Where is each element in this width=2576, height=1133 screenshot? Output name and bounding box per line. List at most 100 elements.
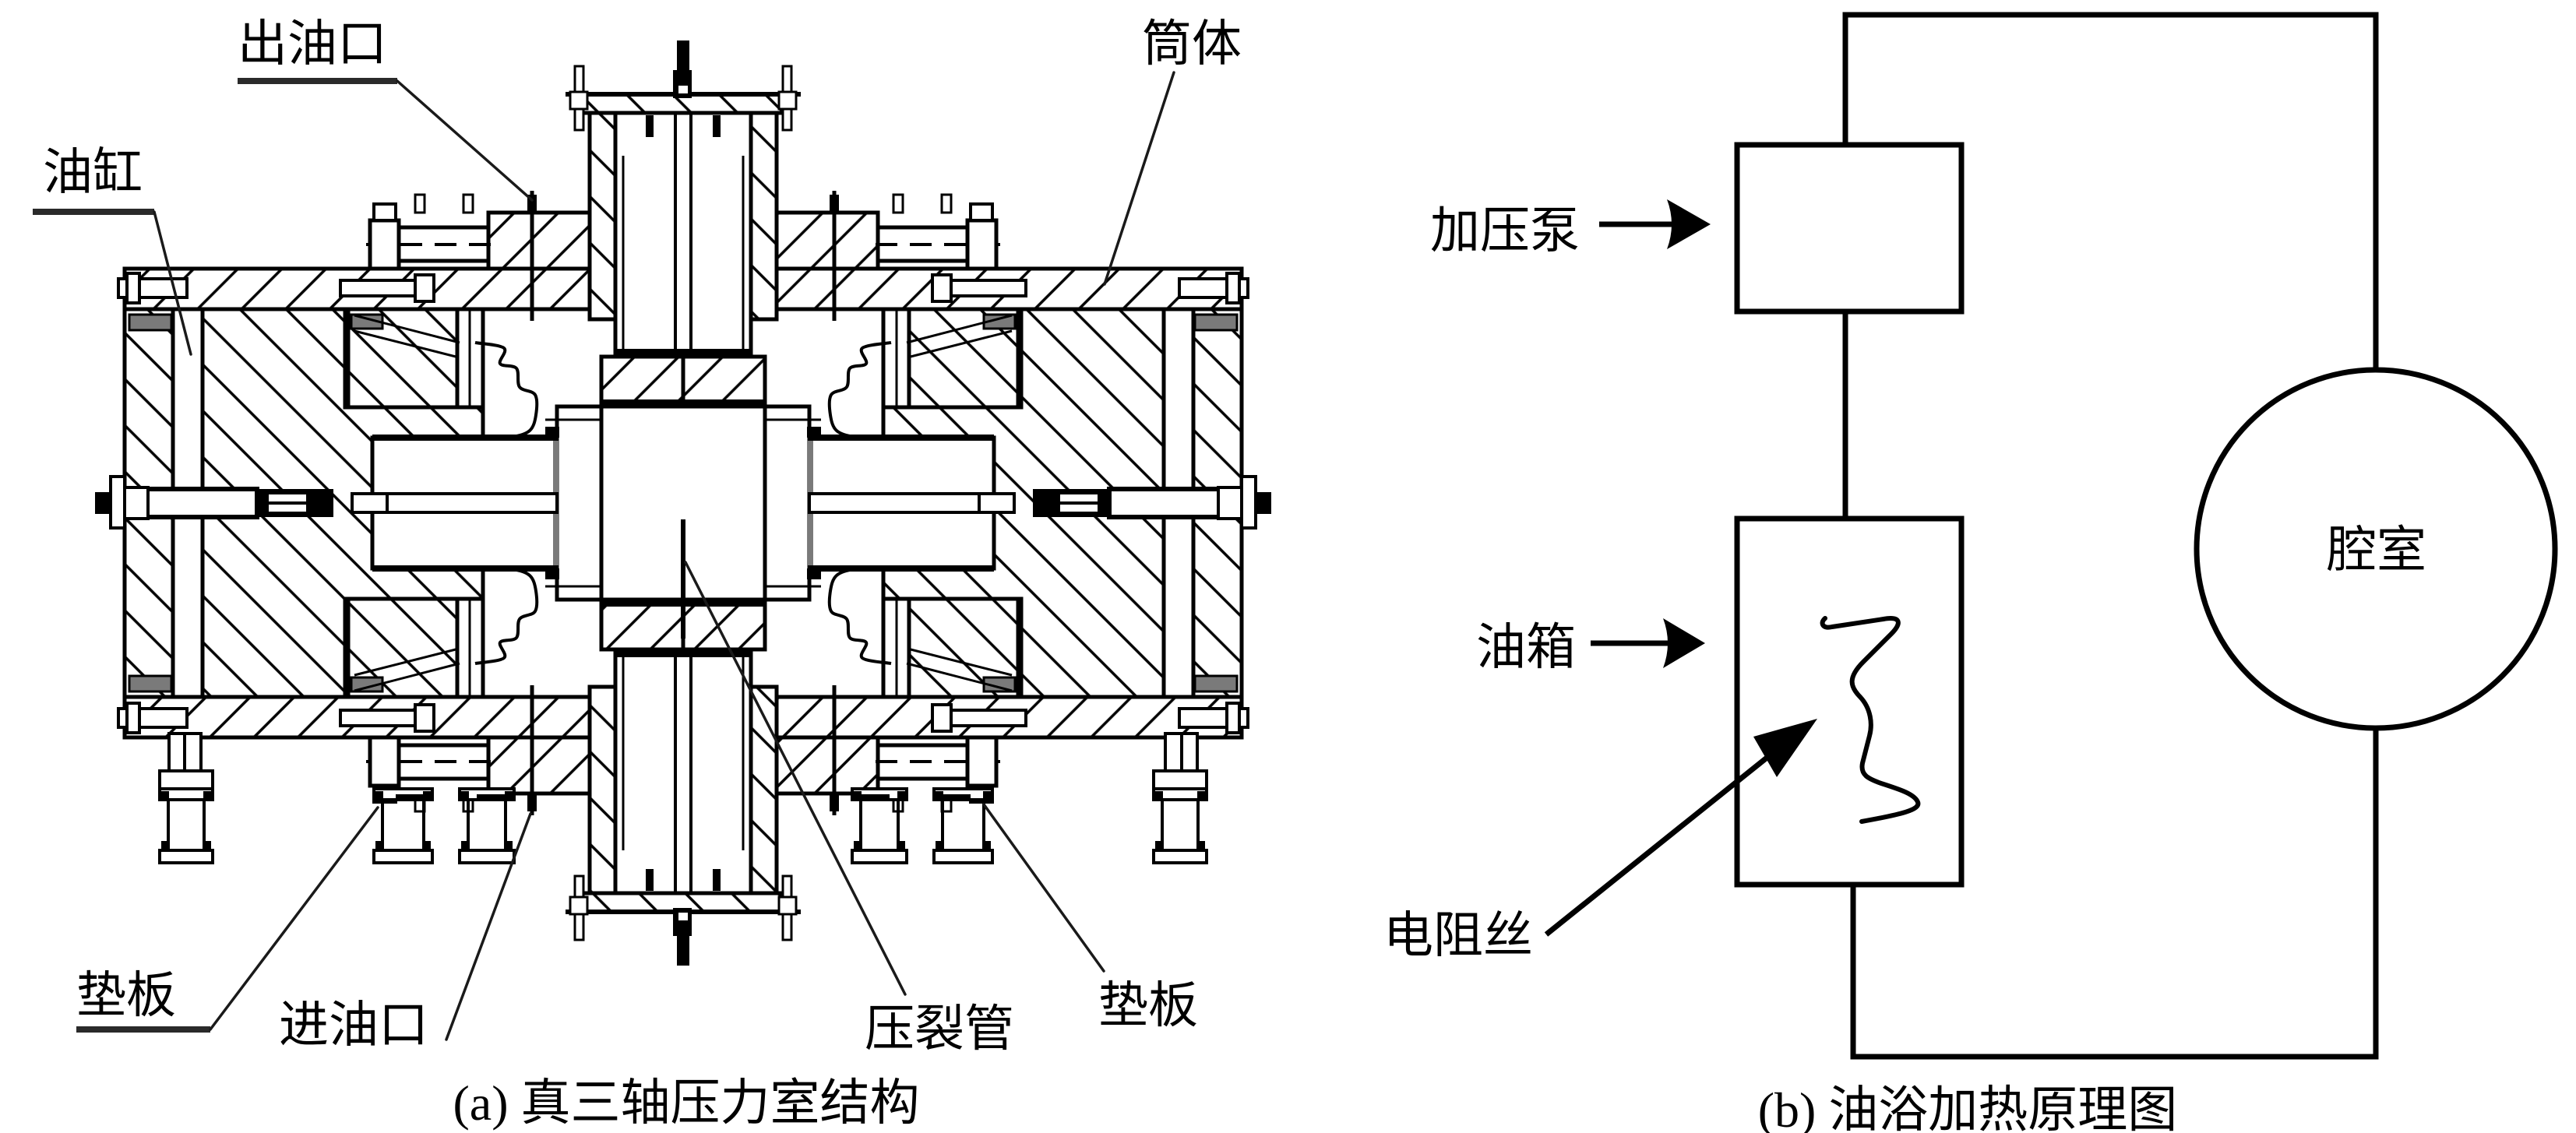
support-stem-left (183, 732, 203, 772)
wire-pointer-arrow-head (1753, 719, 1817, 777)
inner-pad-foot-bottom-flange-right (932, 849, 994, 864)
inner-pad-foot-bolt-left (423, 841, 431, 850)
plate-bolt-head-lower-right (1225, 702, 1241, 734)
oil-port-stud-head-lower-right (830, 794, 839, 811)
plate-bolt-head-upper-left (125, 272, 141, 304)
oil-passage-upper-left (354, 314, 460, 344)
inlet-label: 进油口 (279, 998, 428, 1053)
pump-pointer-arrow-head (1667, 199, 1711, 249)
resistance-wire-label: 电阻丝 (1383, 908, 1533, 963)
center-bolt-slot-top (678, 86, 688, 93)
chamber-label: 腔室 (2327, 523, 2426, 578)
side-platen-right (763, 404, 812, 602)
outer-pad-foot-bottom-flange-right (1152, 849, 1208, 864)
tie-bolt-shank-right (1107, 487, 1222, 519)
pad-left-label: 垫板 (76, 968, 176, 1023)
outer-pad-foot-bolt-left (161, 841, 169, 850)
support-stem-right (1180, 732, 1199, 772)
inner-pad-foot-bolt-right (854, 791, 862, 799)
flange-ring-lower-right (774, 735, 880, 796)
oil-passage-upper-right (910, 329, 1013, 358)
center-bolt-slot-bottom (678, 913, 688, 920)
column-wall-lower-right (749, 684, 779, 895)
piston-face-top (615, 349, 751, 356)
piston-edge-upper-left (372, 435, 557, 441)
inner-pad-foot-bolt-right (936, 841, 943, 850)
seal-ring-upper-right (1193, 313, 1239, 332)
plate-bolt-nut-lower-left (414, 703, 435, 733)
tie-bolt-nut-left (95, 492, 111, 514)
pad-right-leader-line (982, 803, 1105, 973)
cap-flange-nut-bottom (777, 895, 798, 916)
platen-screw-lower-left (545, 568, 559, 579)
support-stem-left (167, 732, 186, 772)
pad-shim-left (477, 794, 506, 800)
oil-passage-upper-left (354, 329, 456, 358)
return-pipe-bottom (1850, 728, 2379, 1060)
inner-pad-foot-bolt-right (897, 841, 905, 850)
fracturing-tube-leader-line (684, 561, 907, 996)
tie-bolt-shank-left (144, 487, 259, 519)
seal-ring-lower-right (1193, 674, 1239, 693)
tank-pointer-arrow-head (1663, 618, 1705, 668)
tie-bolt-thread-left (257, 489, 333, 517)
cap-screw-upper-right (713, 115, 721, 137)
outer-pad-foot-top-flange-left (158, 787, 214, 801)
tie-bolt-nut-right (1256, 492, 1271, 514)
bolt-housing-lower-left (368, 735, 401, 788)
flange-ring-upper-right (774, 210, 880, 271)
plate-bolt-nut-upper-right (931, 273, 953, 303)
seal-ring-lower-left (128, 674, 173, 693)
inner-pad-foot-bolt-left (375, 841, 383, 850)
center-bolt-top (677, 40, 689, 70)
pad-right-label: 垫板 (1098, 978, 1198, 1033)
tie-bolt-slot-left (269, 505, 306, 512)
fracturing-tube-label: 压裂管 (865, 1001, 1014, 1057)
tie-bolt-slot-left (269, 494, 306, 501)
plate-bolt-head-upper-right (1225, 272, 1241, 304)
platen-screw-upper-right (807, 427, 821, 438)
outer-pad-foot-bolt-left (203, 791, 211, 799)
tie-bolt-washer-left (109, 475, 126, 530)
outer-pad-foot-bottom-flange-left (158, 849, 214, 864)
center-bolt-nut-bottom (673, 908, 692, 936)
panel-a-labels: 出油口 筒体 油缸 垫板 进油口 压裂管 垫板 (a) 真三轴压力室结构 (43, 16, 1242, 1131)
oil-passage-lower-right (910, 648, 1013, 677)
support-block-left (158, 769, 214, 790)
oil-port-stud-head-upper-right (830, 195, 839, 212)
tie-bolt-slot-right (1060, 494, 1098, 501)
chamber-circle (2194, 367, 2558, 731)
inner-pad-foot-bolt-left (461, 791, 469, 799)
outer-pad-foot-bolt-right (1155, 791, 1163, 799)
flange-ring-upper-left (486, 210, 592, 271)
piston-edge-lower-left (372, 565, 557, 572)
outer-pad-foot-bolt-right (1197, 841, 1205, 850)
outer-pad-foot-bolt-right (1197, 791, 1205, 799)
bolt-housing-lower-right (965, 735, 999, 788)
piston-face-bottom (615, 650, 751, 657)
resistance-wire-coil (1820, 616, 1921, 824)
oil-tank-label: 油箱 (1476, 620, 1576, 675)
panel-b-oil-bath-schematic: 加压泵 油箱 电阻丝 腔室 (b) 油浴加热原理图 (1383, 12, 2558, 1133)
pad-shim-right (941, 794, 971, 800)
oil-cylinder-label: 油缸 (43, 145, 143, 200)
inner-pad-foot-bolt-right (983, 841, 991, 850)
oil-passage-lower-right (906, 662, 1013, 692)
piston-rod-end-left (351, 492, 389, 514)
outer-pad-foot-top-flange-right (1152, 787, 1208, 801)
pump-box (1734, 142, 1965, 315)
cap-screw-lower-left (646, 869, 654, 891)
oil-tank-box (1734, 515, 1965, 888)
pad-shim-right (860, 794, 890, 800)
outer-pad-foot-bolt-left (203, 841, 211, 850)
bolt-housing-upper-left (368, 218, 401, 271)
outlet-label: 出油口 (238, 16, 387, 72)
outer-pad-foot-bolt-left (161, 791, 169, 799)
column-wall-lower-left (587, 684, 618, 895)
oil-passage-lower-left (354, 662, 460, 692)
inner-pad-foot-bolt-left (423, 791, 431, 799)
support-stem-right (1164, 732, 1183, 772)
flange-stud-upper-left (462, 193, 474, 214)
plate-bolt-head-lower-left (125, 702, 141, 734)
